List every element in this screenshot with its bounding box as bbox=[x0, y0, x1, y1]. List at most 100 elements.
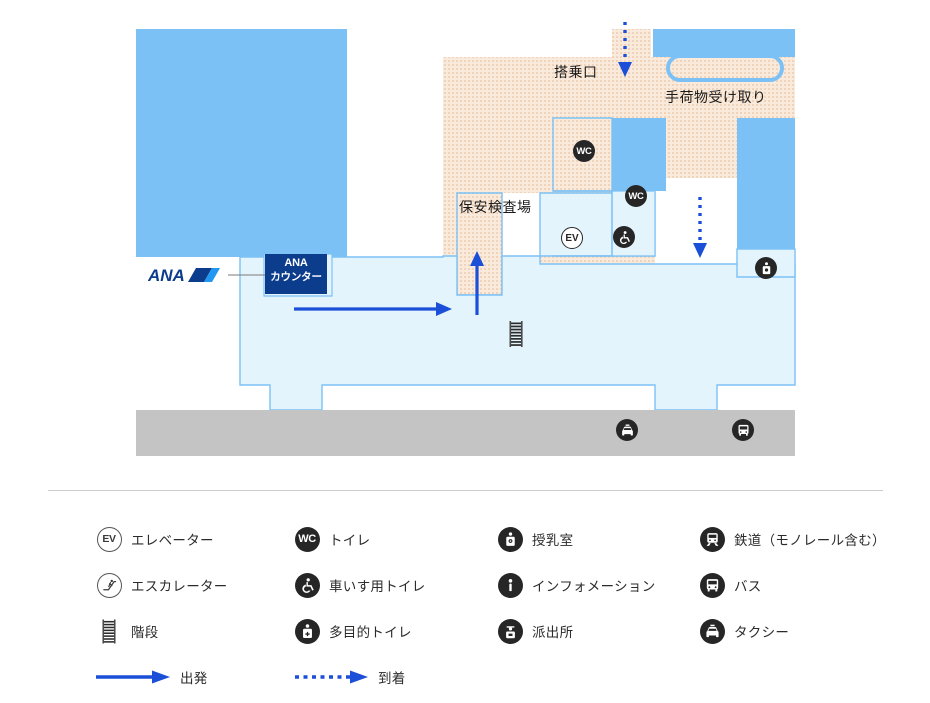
legend-icon-wrap bbox=[497, 572, 523, 598]
stairs-icon bbox=[509, 321, 523, 347]
legend-icon-wrap bbox=[699, 572, 725, 598]
arrival-arrow-right bbox=[693, 197, 707, 258]
ana-counter-label[interactable]: ANA カウンター bbox=[265, 254, 327, 294]
police-icon bbox=[497, 618, 523, 644]
legend-label: 車いす用トイレ bbox=[329, 579, 426, 594]
room-outlines bbox=[552, 117, 613, 257]
legend-item-restroom[interactable]: WC トイレ bbox=[294, 516, 426, 562]
bus-icon bbox=[736, 423, 751, 438]
arrival-arrow-top bbox=[618, 22, 632, 77]
legend-icon-wrap bbox=[96, 572, 122, 598]
legend-item-police-box[interactable]: 派出所 bbox=[497, 608, 656, 654]
blue-zone-right bbox=[737, 118, 795, 263]
wc-icon: WC bbox=[576, 145, 592, 157]
wc-icon: WC bbox=[628, 190, 644, 202]
wheelchair-icon bbox=[294, 572, 320, 598]
legend-icon-wrap bbox=[294, 572, 320, 598]
departure-arrow-vertical bbox=[470, 251, 484, 315]
elevator-icon: EV bbox=[96, 526, 122, 552]
legend-icon-wrap: EV bbox=[96, 526, 122, 552]
curbside-road bbox=[136, 410, 795, 456]
legend-item-bus[interactable]: バス bbox=[699, 562, 886, 608]
information-icon bbox=[497, 572, 523, 598]
legend-icon-wrap: WC bbox=[294, 526, 320, 552]
legend-icon-wrap bbox=[294, 618, 320, 644]
map-label-boarding-gate: 搭乗口 bbox=[554, 64, 598, 80]
legend-label: インフォメーション bbox=[532, 579, 656, 594]
elevator-icon: EV bbox=[565, 232, 579, 244]
legend-item-escalator[interactable]: エスカレーター bbox=[96, 562, 228, 608]
legend-icon-wrap bbox=[699, 618, 725, 644]
legend-column-facilities: EV エレベーター bbox=[96, 516, 228, 700]
legend-item-arrival[interactable]: 到着 bbox=[294, 654, 426, 700]
escalator-icon bbox=[96, 572, 122, 598]
legend-label: バス bbox=[734, 579, 762, 594]
map-pin-elevator-1[interactable]: EV bbox=[561, 227, 583, 249]
legend-icon-wrap bbox=[699, 526, 725, 552]
map-pin-wc-2[interactable]: WC bbox=[625, 185, 647, 207]
nursing-icon bbox=[497, 526, 523, 552]
blue-zone-left bbox=[136, 29, 347, 257]
wc-icon: WC bbox=[294, 526, 320, 552]
blue-zone-center bbox=[612, 118, 666, 191]
legend-label: 鉄道（モノレール含む） bbox=[734, 533, 886, 548]
legend-divider bbox=[48, 490, 883, 491]
legend-icon-wrap bbox=[497, 526, 523, 552]
map-pin-nursing-room-1[interactable] bbox=[755, 257, 777, 279]
legend-item-elevator[interactable]: EV エレベーター bbox=[96, 516, 228, 562]
legend-column-services: 授乳室 インフォメーション bbox=[497, 516, 656, 654]
multipurpose-icon bbox=[294, 618, 320, 644]
train-icon bbox=[699, 526, 725, 552]
legend-item-multipurpose-restroom[interactable]: 多目的トイレ bbox=[294, 608, 426, 654]
legend-item-departure[interactable]: 出発 bbox=[96, 654, 228, 700]
ana-counter-line1: ANA bbox=[284, 257, 308, 269]
floor-plan-svg bbox=[136, 22, 796, 456]
legend-column-transport: 鉄道（モノレール含む） bbox=[699, 516, 886, 654]
legend-icon-wrap bbox=[497, 618, 523, 644]
ana-logo-text: ANA bbox=[148, 266, 185, 285]
legend-label: 多目的トイレ bbox=[329, 625, 412, 640]
legend-item-information[interactable]: インフォメーション bbox=[497, 562, 656, 608]
legend-item-taxi[interactable]: タクシー bbox=[699, 608, 886, 654]
arrival-arrow-icon bbox=[294, 670, 372, 684]
map-pin-wheelchair-wc-1[interactable] bbox=[613, 226, 635, 248]
route-arrows bbox=[294, 22, 707, 316]
nursing-icon bbox=[759, 261, 774, 276]
map-pin-wc-1[interactable]: WC bbox=[573, 140, 595, 162]
map-pin-stairs-1[interactable] bbox=[508, 320, 524, 348]
legend-item-wheelchair-restroom[interactable]: 車いす用トイレ bbox=[294, 562, 426, 608]
terminal-floor-map: ANA ANA カウンター 搭乗口 手荷物受け取り 保安検査場 WC WC EV bbox=[136, 22, 796, 456]
legend-icon-wrap bbox=[96, 618, 122, 644]
legend-label: 階段 bbox=[131, 625, 159, 640]
legend-label: トイレ bbox=[329, 533, 371, 548]
map-label-baggage-claim: 手荷物受け取り bbox=[665, 89, 767, 105]
legend-label: 出発 bbox=[180, 671, 208, 686]
baggage-carousel bbox=[666, 54, 784, 82]
taxi-icon bbox=[699, 618, 725, 644]
legend-label: エスカレーター bbox=[131, 579, 228, 594]
legend-column-restrooms: WC トイレ 車 bbox=[294, 516, 426, 700]
legend-item-railway[interactable]: 鉄道（モノレール含む） bbox=[699, 516, 886, 562]
map-label-security-check: 保安検査場 bbox=[459, 199, 532, 215]
blue-zone-top-right bbox=[653, 29, 795, 57]
blue-zones bbox=[136, 29, 795, 263]
map-legend: EV エレベーター bbox=[0, 480, 930, 703]
taxi-icon bbox=[620, 423, 635, 438]
map-pin-bus-stop[interactable] bbox=[732, 419, 754, 441]
beige-zones bbox=[347, 29, 795, 296]
stairs-icon bbox=[102, 618, 116, 644]
legend-item-nursing-room[interactable]: 授乳室 bbox=[497, 516, 656, 562]
legend-label: 派出所 bbox=[532, 625, 574, 640]
bus-icon bbox=[699, 572, 725, 598]
wheelchair-icon bbox=[617, 230, 632, 245]
legend-label: 授乳室 bbox=[532, 533, 574, 548]
legend-label: タクシー bbox=[734, 625, 790, 640]
legend-label: エレベーター bbox=[131, 533, 214, 548]
ana-counter-line2: カウンター bbox=[270, 270, 322, 283]
departure-arrow-horizontal bbox=[294, 302, 452, 316]
map-pin-taxi-stand[interactable] bbox=[616, 419, 638, 441]
legend-item-stairs[interactable]: 階段 bbox=[96, 608, 228, 654]
departure-arrow-icon bbox=[96, 670, 174, 684]
legend-label: 到着 bbox=[378, 671, 406, 686]
